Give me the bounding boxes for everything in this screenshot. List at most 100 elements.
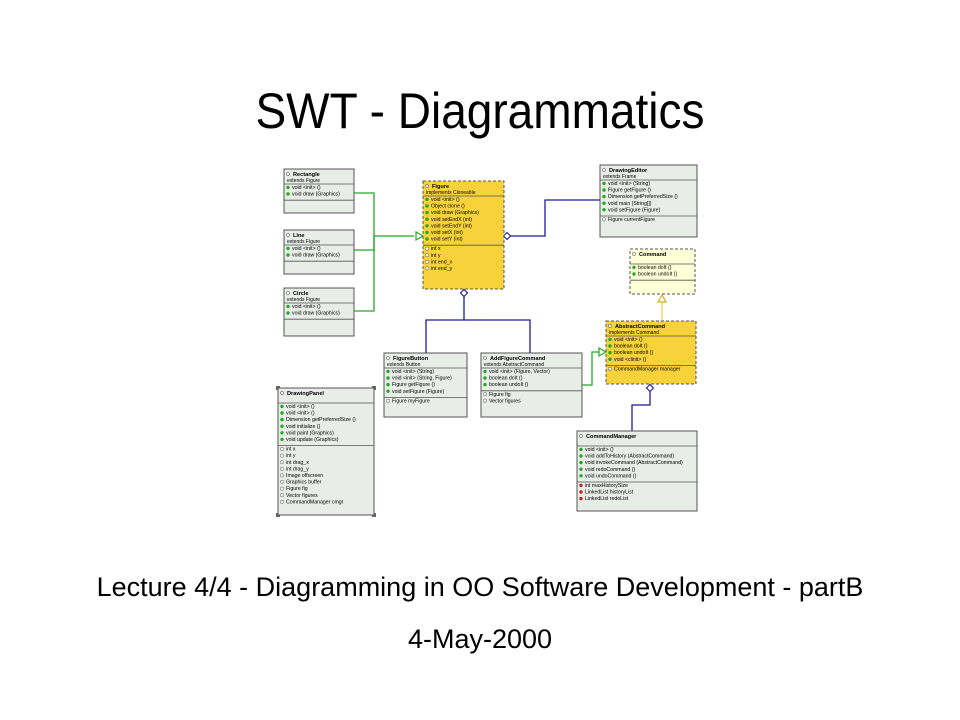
attribute: Image offscreen xyxy=(286,473,323,479)
class-icon xyxy=(608,324,612,328)
visibility-package-icon xyxy=(602,217,606,222)
visibility-public-icon xyxy=(280,437,284,442)
operation: void <init> () xyxy=(292,185,321,191)
visibility-public-icon xyxy=(280,431,284,435)
visibility-package-icon xyxy=(425,259,429,264)
operation: void <init> () xyxy=(286,411,315,417)
visibility-public-icon xyxy=(483,382,487,387)
operation: void setFigure (Figure) xyxy=(608,207,660,213)
assoc-edge-figurebutton xyxy=(425,289,465,353)
attribute: int x xyxy=(286,447,296,453)
visibility-public-icon xyxy=(602,194,606,199)
visibility-package-icon xyxy=(280,493,284,498)
attribute: Vector figures xyxy=(489,398,521,404)
attribute: int maxHistorySize xyxy=(585,483,628,489)
operation: void undoCommand () xyxy=(585,473,637,479)
class-name: DrawingPanel xyxy=(287,391,324,397)
operation: void setY (int) xyxy=(431,237,463,243)
class-box xyxy=(422,180,505,290)
assoc-edge-drawingeditor xyxy=(504,199,600,237)
visibility-package-icon xyxy=(483,398,487,403)
class-icon xyxy=(579,434,583,438)
class-stereotype: implements Command xyxy=(609,330,659,336)
operation: void update (Graphics) xyxy=(286,437,339,443)
attribute: int drag_x xyxy=(286,460,309,466)
operation: void setX (int) xyxy=(431,230,463,236)
class-stereotype: extends AbstractCommand xyxy=(484,362,544,368)
operation: Object clone () xyxy=(431,204,465,210)
visibility-public-icon xyxy=(608,350,612,355)
class-name: DrawingEditor xyxy=(609,168,648,174)
class-box xyxy=(283,287,355,337)
attribute: Figure fig xyxy=(286,486,308,492)
visibility-public-icon xyxy=(425,237,429,241)
class-box xyxy=(480,352,583,418)
visibility-public-icon xyxy=(425,230,429,235)
visibility-public-icon xyxy=(286,304,290,309)
visibility-public-icon xyxy=(602,181,606,186)
visibility-public-icon xyxy=(602,208,606,212)
operation: void redoCommand () xyxy=(585,467,635,473)
visibility-public-icon xyxy=(425,217,429,221)
visibility-public-icon xyxy=(386,382,390,387)
class-icon xyxy=(425,184,429,188)
inherit-edge-addfigurecommand xyxy=(582,351,600,386)
slide-title: SWT - Diagrammatics xyxy=(255,83,705,139)
visibility-package-icon xyxy=(608,366,612,371)
visibility-public-icon xyxy=(286,311,290,315)
class-stereotype: extends Figure xyxy=(287,178,320,184)
operation: void setFigure (Figure) xyxy=(392,389,444,395)
assoc-diamond-drawingeditor xyxy=(502,231,512,241)
visibility-public-icon xyxy=(632,265,636,270)
class-name: Line xyxy=(293,233,305,239)
visibility-public-icon xyxy=(425,204,429,208)
operation: void <init> (String) xyxy=(392,369,434,375)
visibility-public-icon xyxy=(286,185,290,190)
inherit-edge-rectangle xyxy=(354,192,414,237)
visibility-package-icon xyxy=(425,246,429,251)
operation: boolean doIt () xyxy=(614,344,648,350)
operation: void draw (Graphics) xyxy=(292,253,340,259)
class-box xyxy=(599,164,698,238)
attribute: LinkedList redoList xyxy=(585,496,629,502)
visibility-package-icon xyxy=(280,480,284,484)
class-icon xyxy=(286,291,290,295)
attribute: LinkedList historyList xyxy=(585,490,634,496)
operation: void <init> () xyxy=(585,447,614,453)
visibility-public-icon xyxy=(579,474,583,478)
operation: void draw (Graphics) xyxy=(292,311,340,317)
visibility-package-icon xyxy=(425,266,429,271)
visibility-public-icon xyxy=(608,357,612,361)
operation: Dimension getPreferredSize () xyxy=(608,194,678,200)
class-box xyxy=(629,248,696,295)
visibility-package-icon xyxy=(483,392,487,397)
visibility-public-icon xyxy=(608,344,612,348)
class-icon xyxy=(602,168,606,172)
class-stereotype: extends Figure xyxy=(287,239,320,245)
attribute: int y xyxy=(431,253,441,259)
operation: boolean doIt () xyxy=(489,376,523,382)
operation: Figure getFigure () xyxy=(392,382,435,388)
class-stereotype: extends Figure xyxy=(287,297,320,303)
visibility-public-icon xyxy=(602,201,606,205)
operation: boolean undoIt () xyxy=(614,350,653,356)
slide-subtitle: Lecture 4/4 - Diagramming in OO Software… xyxy=(96,572,864,602)
visibility-public-icon xyxy=(286,253,290,257)
operation: void <init> () xyxy=(292,246,321,252)
operation: Dimension getPreferredSize () xyxy=(286,417,356,423)
visibility-public-icon xyxy=(280,417,284,422)
attribute: Figure myFigure xyxy=(392,398,430,404)
operation: void main (String[]) xyxy=(608,201,652,207)
attribute: Vector figures xyxy=(286,493,318,499)
class-stereotype: implements Cloneable xyxy=(426,190,476,196)
operation: Figure getFigure () xyxy=(608,188,651,194)
operation: void setEndX (int) xyxy=(431,217,472,223)
class-name: FigureButton xyxy=(393,356,429,362)
attribute: Figure fig xyxy=(489,392,511,398)
operation: void invokeCommand (AbstractCommand) xyxy=(585,460,683,466)
visibility-public-icon xyxy=(280,424,284,428)
visibility-package-icon xyxy=(386,398,390,403)
